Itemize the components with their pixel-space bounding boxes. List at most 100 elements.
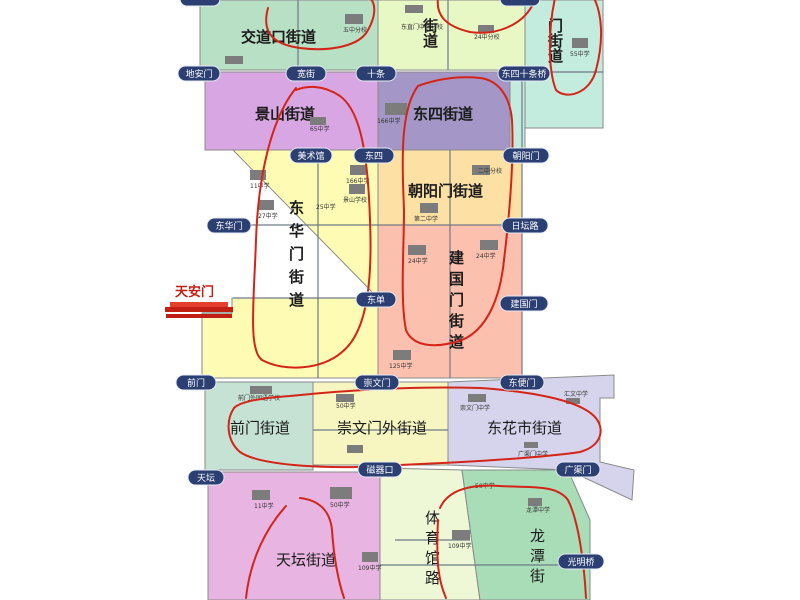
station-donghuamen[interactable]: 东华门 — [206, 217, 252, 234]
svg-text:50中学: 50中学 — [336, 402, 356, 410]
station-chaoyangmen[interactable]: 朝阳门 — [502, 147, 550, 164]
station-shitiao[interactable]: 十条 — [355, 65, 397, 82]
svg-text:光明桥: 光明桥 — [567, 556, 594, 568]
red-annotation-loops — [227, 0, 603, 599]
school-marker: 广渠门中学 — [518, 442, 548, 458]
district-name-jianguomen: 建国门街道 — [447, 249, 465, 355]
district-name-dongzhimen: 门街道 — [546, 17, 564, 63]
school-marker: 24中学 — [476, 240, 498, 260]
school-marker: 27中学 — [258, 200, 278, 220]
school-marker: 50中学 — [336, 394, 356, 410]
svg-text:东便门: 东便门 — [508, 377, 535, 389]
district-name-jiaodaokou: 交道口街道 — [241, 28, 316, 46]
svg-text:166中学: 166中学 — [377, 117, 400, 125]
district-name-donghuamen: 东华门街道 — [287, 199, 305, 315]
svg-text:广渠门: 广渠门 — [564, 464, 591, 476]
school-marker: 五中分校 — [343, 14, 367, 34]
school-marker: 166中学 — [377, 103, 407, 125]
svg-text:美术馆: 美术馆 — [297, 150, 324, 162]
svg-text:24中学: 24中学 — [476, 252, 496, 260]
svg-text:二中分校: 二中分校 — [478, 167, 502, 175]
school-marker: 景山学校 — [343, 184, 367, 204]
station-jianguomen[interactable]: 建国门 — [499, 295, 549, 312]
svg-text:十条: 十条 — [367, 68, 385, 80]
district-name-chaoyangmen: 朝阳门街道 — [408, 182, 483, 200]
district-beixinqiao-area — [377, 0, 526, 71]
svg-text:109中学: 109中学 — [358, 564, 381, 572]
district-name-longtan: 龙潭街 — [528, 528, 546, 588]
svg-text:125中学: 125中学 — [389, 362, 412, 370]
school-marker: 25中学 — [316, 203, 336, 211]
school-marker: 龙潭中学 — [526, 498, 550, 514]
svg-text:东四十条桥: 东四十条桥 — [501, 68, 546, 80]
svg-text:建国门: 建国门 — [510, 298, 537, 310]
station-dongbianmen[interactable]: 东便门 — [499, 374, 545, 391]
svg-text:24中学: 24中学 — [408, 257, 428, 265]
district-name-beixinqiao: 街道 — [421, 17, 439, 48]
school-marker: 109中学 — [358, 552, 381, 572]
station-dongdan[interactable]: 东单 — [355, 291, 397, 308]
district-name-dongsi: 东四街道 — [413, 105, 473, 123]
school-marker: 125中学 — [389, 350, 412, 370]
station-guangqumen[interactable]: 广渠门 — [555, 461, 601, 478]
svg-text:地安门: 地安门 — [185, 68, 212, 80]
school-marker: 24中学 — [408, 245, 428, 265]
svg-text:东华门: 东华门 — [215, 220, 242, 232]
svg-text:龙潭中学: 龙潭中学 — [526, 506, 550, 514]
svg-text:五中分校: 五中分校 — [343, 26, 367, 34]
school-marker: 65中学 — [310, 117, 330, 133]
svg-text:广渠门中学: 广渠门中学 — [518, 450, 548, 458]
district-name-tiyuguan: 体育馆路 — [423, 510, 441, 590]
svg-text:磁器口: 磁器口 — [366, 464, 393, 476]
station-guangmingqiao[interactable]: 光明桥 — [557, 553, 605, 570]
station-fragment-top-left — [179, 0, 221, 7]
school-marker: 汇文中学 — [564, 390, 588, 404]
school-marker: 55中学 — [570, 38, 590, 58]
svg-text:东直门中学分校: 东直门中学分校 — [401, 23, 443, 31]
svg-text:东四: 东四 — [365, 150, 383, 162]
svg-text:前门外国语学校: 前门外国语学校 — [238, 394, 280, 402]
svg-text:崇文门: 崇文门 — [363, 377, 390, 389]
svg-text:景山学校: 景山学校 — [343, 196, 367, 204]
school-marker: 崇文门中学 — [460, 394, 490, 412]
svg-text:宽街: 宽街 — [297, 68, 315, 80]
district-name-tiantan: 天坛街道 — [276, 551, 336, 569]
station-ritan[interactable]: 日坛路 — [501, 217, 549, 234]
district-qianmen-area — [204, 381, 314, 471]
school-marker: 11中学 — [252, 490, 274, 510]
station-chongwenmen[interactable]: 崇文门 — [354, 374, 400, 391]
svg-text:65中学: 65中学 — [310, 125, 330, 133]
station-dianmen[interactable]: 地安门 — [177, 65, 221, 82]
tiananmen-label: 天安门 — [175, 284, 214, 300]
school-marker: 109中学 — [448, 530, 471, 550]
district-tiantan-area — [207, 471, 381, 600]
svg-text:天坛: 天坛 — [197, 473, 215, 484]
school-marker: 第二中学 — [414, 203, 438, 223]
district-name-chongwenmenwai: 崇文门外街道 — [337, 419, 427, 437]
school-marker — [347, 445, 363, 453]
school-marker: 二中分校 — [472, 165, 502, 175]
station-meishuguan[interactable]: 美术馆 — [289, 147, 333, 164]
school-marker: 前门外国语学校 — [238, 386, 280, 402]
school-marker: 东直门中学分校 — [401, 5, 443, 31]
tiananmen-landmark: 天安门 — [165, 284, 233, 318]
district-dongzhimen-area — [524, 0, 604, 129]
station-dongsishitiao[interactable]: 东四十条桥 — [497, 65, 551, 82]
svg-text:第二中学: 第二中学 — [414, 215, 438, 223]
station-kuanjie[interactable]: 宽街 — [285, 65, 327, 82]
school-marker — [225, 56, 243, 64]
svg-text:166中学: 166中学 — [346, 177, 369, 185]
svg-text:东单: 东单 — [367, 294, 385, 306]
station-qianmen[interactable]: 前门 — [175, 374, 217, 391]
svg-text:11中学: 11中学 — [254, 502, 274, 510]
school-marker: 166中学 — [346, 165, 369, 185]
svg-text:27中学: 27中学 — [258, 212, 278, 220]
district-name-jingshan: 景山街道 — [255, 105, 315, 123]
station-dongsi[interactable]: 东四 — [353, 147, 395, 164]
district-name-donghuashi: 东花市街道 — [487, 419, 562, 437]
station-ciqikou[interactable]: 磁器口 — [357, 461, 403, 478]
school-markers: 五中分校 东直门中学分校 24中分校 55中学 65中学 166中学 11中学 … — [225, 5, 590, 572]
svg-text:109中学: 109中学 — [448, 542, 471, 550]
station-tiantan[interactable]: 天坛 — [187, 469, 225, 486]
